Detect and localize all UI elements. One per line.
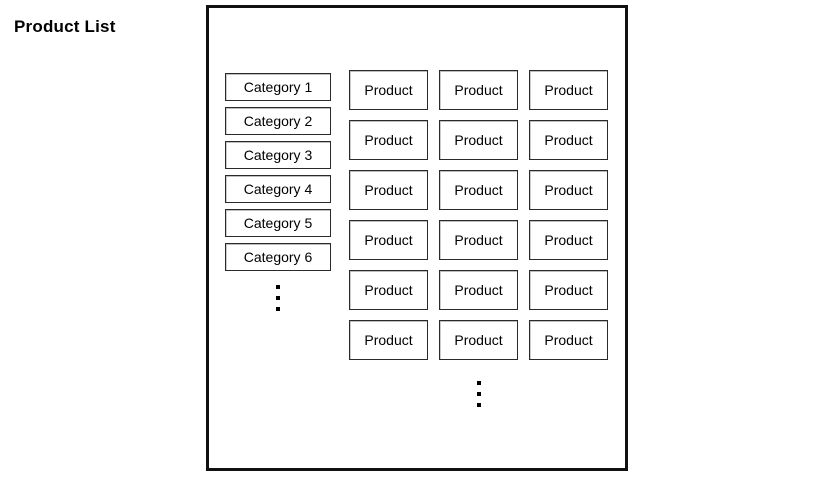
product-card-label: Product: [544, 332, 593, 348]
product-card-label: Product: [364, 232, 413, 248]
product-card[interactable]: Product: [529, 220, 608, 260]
product-card[interactable]: Product: [349, 170, 428, 210]
category-list-item[interactable]: Category 3: [225, 141, 331, 169]
product-card[interactable]: Product: [439, 70, 518, 110]
product-card-label: Product: [364, 182, 413, 198]
ellipsis-dot: [476, 381, 481, 385]
product-card[interactable]: Product: [349, 270, 428, 310]
product-card[interactable]: Product: [529, 70, 608, 110]
product-card[interactable]: Product: [529, 120, 608, 160]
product-card-label: Product: [364, 282, 413, 298]
product-card[interactable]: Product: [439, 220, 518, 260]
product-card[interactable]: Product: [439, 270, 518, 310]
category-list: Category 1 Category 2 Category 3 Categor…: [225, 73, 331, 311]
product-card-label: Product: [544, 182, 593, 198]
category-item-label: Category 3: [243, 147, 313, 163]
product-card[interactable]: Product: [349, 120, 428, 160]
ellipsis-dot: [276, 307, 280, 311]
category-list-item[interactable]: Category 1: [225, 73, 331, 101]
product-card[interactable]: Product: [349, 70, 428, 110]
product-card-label: Product: [454, 282, 503, 298]
product-card-label: Product: [364, 82, 413, 98]
product-card-label: Product: [364, 332, 413, 348]
product-card-label: Product: [544, 132, 593, 148]
category-item-label: Category 6: [243, 249, 313, 265]
category-list-item[interactable]: Category 5: [225, 209, 331, 237]
ellipsis-dot: [476, 403, 481, 407]
product-card-label: Product: [364, 132, 413, 148]
category-list-item[interactable]: Category 2: [225, 107, 331, 135]
product-card-label: Product: [454, 82, 503, 98]
product-grid-more: [349, 373, 608, 407]
product-card-label: Product: [454, 232, 503, 248]
ellipsis-dot: [476, 392, 481, 396]
category-item-label: Category 5: [243, 215, 313, 231]
product-card-label: Product: [544, 232, 593, 248]
category-list-more-vertical-ellipsis-icon: [225, 277, 331, 311]
product-card[interactable]: Product: [349, 320, 428, 360]
category-item-label: Category 4: [243, 181, 313, 197]
product-grid-more-vertical-ellipsis-icon: [476, 373, 481, 407]
product-card-label: Product: [454, 182, 503, 198]
product-card[interactable]: Product: [349, 220, 428, 260]
product-card-label: Product: [544, 82, 593, 98]
page-title: Product List: [14, 17, 116, 36]
product-card-label: Product: [544, 282, 593, 298]
wireframe-screen-frame: Category 1 Category 2 Category 3 Categor…: [206, 5, 628, 471]
category-list-item[interactable]: Category 6: [225, 243, 331, 271]
product-card-label: Product: [454, 132, 503, 148]
product-card[interactable]: Product: [439, 170, 518, 210]
category-item-label: Category 2: [243, 113, 313, 129]
product-card-label: Product: [454, 332, 503, 348]
product-card[interactable]: Product: [439, 120, 518, 160]
product-card[interactable]: Product: [529, 320, 608, 360]
product-card[interactable]: Product: [529, 170, 608, 210]
ellipsis-dot: [276, 285, 280, 289]
product-grid: Product Product Product Product Product …: [349, 70, 608, 360]
product-card[interactable]: Product: [439, 320, 518, 360]
ellipsis-dot: [276, 296, 280, 300]
category-list-item[interactable]: Category 4: [225, 175, 331, 203]
product-card[interactable]: Product: [529, 270, 608, 310]
category-item-label: Category 1: [243, 79, 313, 95]
